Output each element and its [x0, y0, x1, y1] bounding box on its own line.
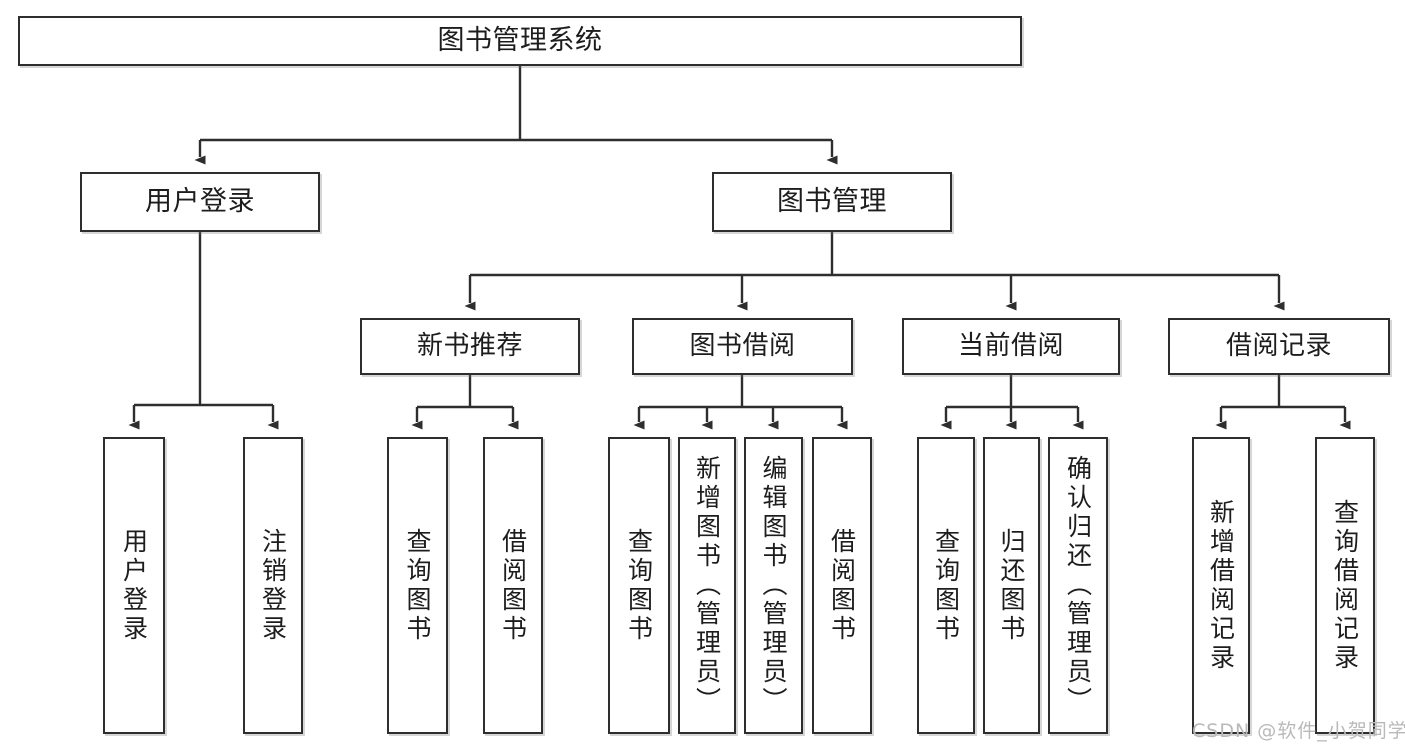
node-leaf-query-borrow-record[interactable]: 查询借阅记录	[1315, 437, 1375, 734]
node-label-leaf-logout: 注销登录	[258, 527, 288, 644]
node-leaf-add-borrow-record[interactable]: 新增借阅记录	[1192, 437, 1250, 734]
node-label-leaf-confirm-return: 确认归还（管理员）	[1063, 455, 1093, 716]
node-label-user-login: 用户登录	[145, 185, 255, 217]
node-leaf-borrow-book-1[interactable]: 借阅图书	[483, 437, 543, 734]
node-label-new-book-recommend: 新书推荐	[416, 330, 523, 361]
node-leaf-add-book-admin[interactable]: 新增图书（管理员）	[678, 437, 736, 734]
node-label-leaf-add-borrow-record: 新增借阅记录	[1206, 498, 1236, 673]
node-label-leaf-user-login: 用户登录	[119, 527, 149, 644]
node-label-leaf-query-borrow-record: 查询借阅记录	[1330, 498, 1360, 673]
node-book-borrow[interactable]: 图书借阅	[632, 318, 853, 375]
node-root-system[interactable]: 图书管理系统	[18, 16, 1022, 66]
node-book-management[interactable]: 图书管理	[712, 172, 952, 232]
node-label-leaf-edit-book-admin: 编辑图书（管理员）	[759, 455, 788, 716]
node-label-root: 图书管理系统	[437, 24, 603, 56]
node-label-leaf-add-book-admin: 新增图书（管理员）	[692, 455, 722, 716]
csdn-watermark: CSDN @软件_小贺同学	[1192, 720, 1405, 742]
node-label-borrow-record: 借阅记录	[1225, 330, 1332, 361]
node-leaf-user-login[interactable]: 用户登录	[103, 437, 165, 734]
node-leaf-query-book-2[interactable]: 查询图书	[608, 437, 670, 734]
node-label-book-borrow: 图书借阅	[689, 330, 796, 361]
node-leaf-query-book-1[interactable]: 查询图书	[387, 437, 448, 734]
node-label-leaf-borrow-book-1: 借阅图书	[498, 527, 528, 644]
node-leaf-edit-book-admin[interactable]: 编辑图书（管理员）	[744, 437, 803, 734]
connector-lines	[128, 66, 1351, 430]
node-borrow-record[interactable]: 借阅记录	[1168, 318, 1390, 375]
node-label-leaf-query-book-2: 查询图书	[624, 527, 654, 644]
node-current-borrow[interactable]: 当前借阅	[902, 318, 1120, 375]
node-leaf-confirm-return[interactable]: 确认归还（管理员）	[1048, 437, 1108, 734]
node-user-login[interactable]: 用户登录	[80, 172, 320, 232]
node-leaf-logout[interactable]: 注销登录	[243, 437, 303, 734]
node-label-leaf-return-book: 归还图书	[997, 527, 1026, 644]
node-label-leaf-query-book-1: 查询图书	[403, 527, 432, 644]
node-label-current-borrow: 当前借阅	[957, 330, 1064, 361]
node-new-book-recommend[interactable]: 新书推荐	[360, 318, 580, 375]
node-leaf-borrow-book-2[interactable]: 借阅图书	[812, 437, 872, 734]
node-leaf-return-book[interactable]: 归还图书	[983, 437, 1040, 734]
node-leaf-query-book-3[interactable]: 查询图书	[917, 437, 975, 734]
node-label-leaf-query-book-3: 查询图书	[931, 527, 961, 644]
node-label-book-management: 图书管理	[777, 185, 887, 217]
node-label-leaf-borrow-book-2: 借阅图书	[827, 527, 857, 644]
